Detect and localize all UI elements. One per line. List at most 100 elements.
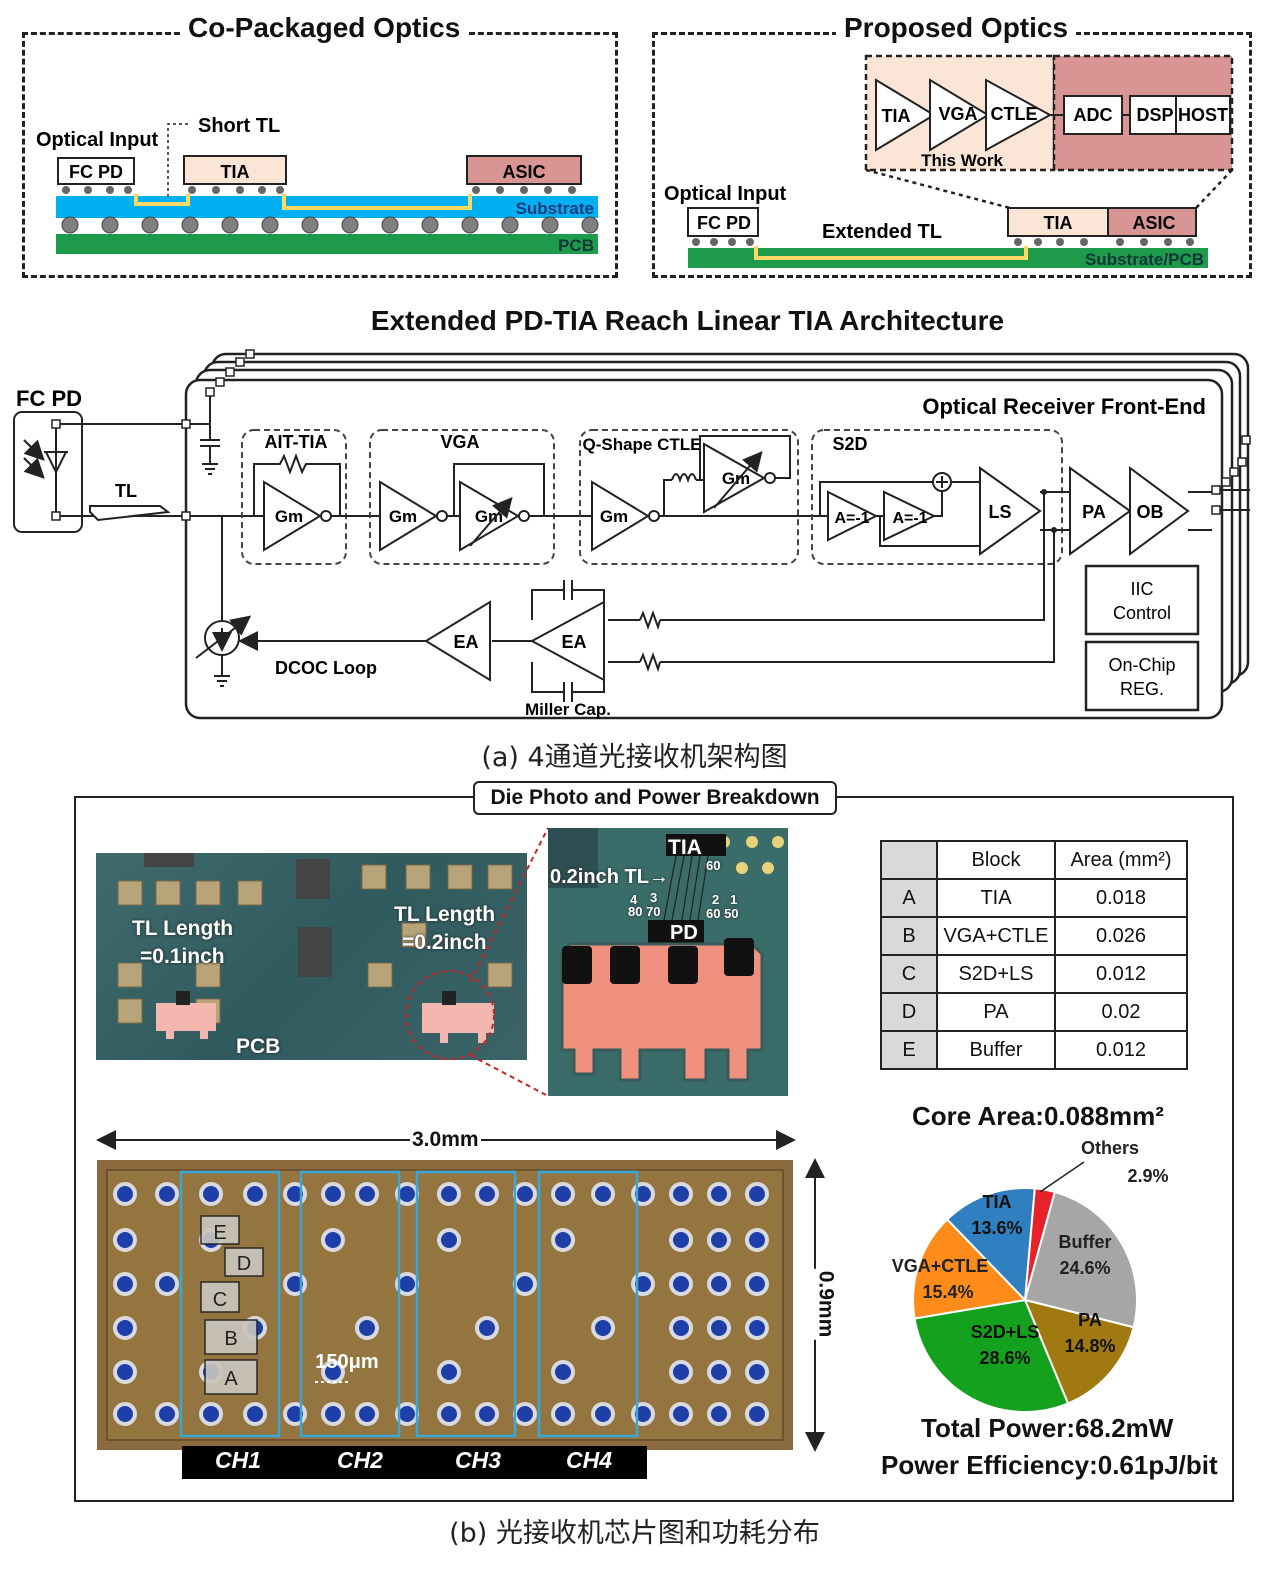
pie-label-value: 28.6% — [979, 1348, 1030, 1368]
bond-pad — [745, 1272, 769, 1296]
ea2-label: EA — [561, 632, 586, 652]
bond-pad — [707, 1402, 731, 1426]
pie-label-name: Buffer — [1059, 1232, 1112, 1252]
area-row-value: 0.02 — [1054, 992, 1188, 1032]
bond-pad — [707, 1360, 731, 1384]
cpo-fcpd-box — [57, 157, 135, 185]
bond-pad — [669, 1316, 693, 1340]
die-height-label: 0.9mm — [813, 1268, 838, 1340]
bond-pad — [155, 1402, 179, 1426]
pie-slice-s2d-ls — [913, 1298, 1070, 1413]
pie-slice-vga-ctle — [912, 1218, 1028, 1320]
bond-pad — [199, 1402, 223, 1426]
cpo-pcb-label: PCB — [558, 236, 594, 255]
vga-gm1: Gm — [389, 507, 417, 526]
area-row-letter: B — [880, 916, 938, 956]
channel-ch4: CH4 — [566, 1447, 613, 1473]
zoom-n4: 4 — [630, 892, 638, 907]
proposed-tia: TIA — [1044, 213, 1073, 233]
table-row: C S2D+LS 0.012 — [880, 954, 1188, 994]
ls-label: LS — [988, 502, 1011, 522]
pie-label-value: 13.6% — [971, 1218, 1022, 1238]
pa-label: PA — [1082, 502, 1106, 522]
bond-pad — [475, 1182, 499, 1206]
area-row-value: 0.026 — [1054, 916, 1188, 956]
s2d-label: S2D — [832, 434, 867, 454]
bond-pad — [591, 1316, 615, 1340]
cpo-fcpd-label: FC PD — [69, 162, 123, 182]
bond-pad — [591, 1402, 615, 1426]
bond-pad — [707, 1182, 731, 1206]
ctle-gm1: Gm — [600, 507, 628, 526]
vga-label: VGA — [440, 432, 479, 452]
zoom-n21: 2 1 — [712, 892, 738, 907]
bond-pad — [513, 1402, 537, 1426]
area-table: Block Area (mm²) A TIA 0.018 B VGA+CTLE … — [880, 840, 1188, 1070]
pie-slice-tia — [945, 1187, 1036, 1303]
reg-line2: REG. — [1120, 679, 1164, 699]
bond-pad — [437, 1402, 461, 1426]
chain-ctle: CTLE — [991, 104, 1038, 124]
bond-pad — [745, 1402, 769, 1426]
area-row-value: 0.012 — [1054, 954, 1188, 994]
pcb-photo: TL Length =0.1inch TL Length =0.2inch PC… — [96, 853, 527, 1060]
efficiency-label: Power Efficiency:0.61pJ/bit — [881, 1450, 1218, 1480]
s2d-a2: A=-1 — [892, 510, 927, 527]
channel-ch1: CH1 — [215, 1447, 262, 1473]
bond-pad — [355, 1402, 379, 1426]
zoom-n8070: 80 70 — [628, 904, 661, 919]
block-e: E — [213, 1222, 226, 1244]
proposed-diagram: TIA VGA CTLE ADC DSP HOST This Work Opti… — [664, 54, 1234, 269]
cpo-tia-label: TIA — [221, 162, 250, 182]
pie-label-name: TIA — [983, 1192, 1012, 1212]
table-row: D PA 0.02 — [880, 992, 1188, 1032]
iic-line1: IIC — [1130, 579, 1153, 599]
bond-pad — [113, 1272, 137, 1296]
tl2-line1: TL Length — [394, 903, 496, 926]
block-c: C — [213, 1289, 227, 1311]
pie-label-name: PA — [1078, 1310, 1102, 1330]
cpo-optical-input: Optical Input — [36, 129, 159, 151]
s2d-a1: A=-1 — [834, 510, 869, 527]
area-header-block: Block — [936, 840, 1056, 880]
table-row: A TIA 0.018 — [880, 878, 1188, 918]
ait-tia-label: AIT-TIA — [265, 432, 328, 452]
co-packaged-diagram: Optical Input Short TL FC PD TIA ASIC Su… — [36, 115, 599, 255]
bond-pad — [155, 1272, 179, 1296]
chain-vga: VGA — [938, 104, 977, 124]
ob-label: OB — [1137, 502, 1164, 522]
co-packaged-title: Co-Packaged Optics — [180, 12, 469, 44]
cpo-asic-label: ASIC — [502, 162, 545, 182]
bond-pad — [155, 1182, 179, 1206]
front-end-label: Optical Receiver Front-End — [922, 394, 1206, 419]
zoom-n60: 60 — [706, 858, 721, 873]
bond-pad — [669, 1182, 693, 1206]
bond-pad — [707, 1228, 731, 1252]
bond-pad — [437, 1228, 461, 1252]
proposed-title: Proposed Optics — [836, 12, 1077, 44]
block-d: D — [237, 1253, 251, 1275]
bond-pad — [669, 1402, 693, 1426]
power-pie-chart: Others2.9%Buffer24.6%PA14.8%S2D+LS28.6%V… — [892, 1138, 1169, 1413]
bond-pad — [355, 1182, 379, 1206]
tl1-line2: =0.1inch — [140, 945, 225, 968]
bond-pad — [321, 1182, 345, 1206]
bond-pad — [745, 1360, 769, 1384]
area-row-value: 0.012 — [1054, 1030, 1188, 1070]
iic-line2: Control — [1113, 603, 1171, 623]
cpo-tia-box — [183, 155, 287, 185]
pitch-label: 150μm — [315, 1351, 378, 1373]
bond-pad — [707, 1272, 731, 1296]
bond-pad — [475, 1316, 499, 1340]
pie-slice-pa — [1023, 1298, 1135, 1405]
die-photo: E D C B A 150μm — [97, 1160, 793, 1450]
architecture-title: Extended PD-TIA Reach Linear TIA Archite… — [370, 305, 1005, 336]
bond-pad — [513, 1272, 537, 1296]
channel-bar — [182, 1446, 647, 1479]
area-row-letter: A — [880, 878, 938, 918]
pie-slice-buffer — [1023, 1190, 1138, 1329]
area-row-block: Buffer — [936, 1030, 1056, 1070]
this-work-label: This Work — [921, 151, 1003, 170]
pie-label-name: S2D+LS — [971, 1322, 1040, 1342]
